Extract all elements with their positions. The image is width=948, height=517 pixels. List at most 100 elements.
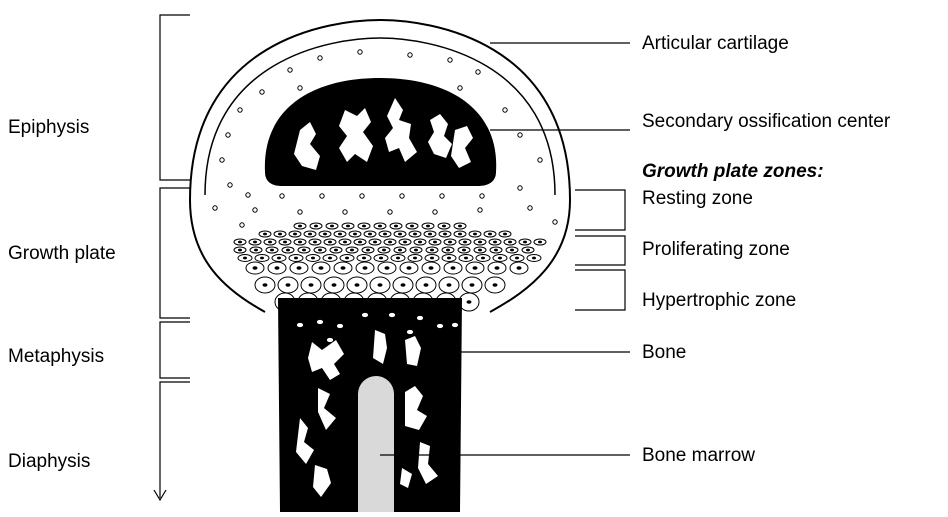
cell-nucleus: [495, 266, 500, 270]
metaphysis-cell: [417, 316, 424, 321]
cell-nucleus: [302, 249, 306, 252]
cell-nucleus: [341, 266, 346, 270]
cell-nucleus: [323, 233, 327, 236]
cell-nucleus: [418, 241, 422, 244]
cell-nucleus: [330, 225, 334, 228]
cell-nucleus: [294, 257, 298, 260]
cell-nucleus: [362, 225, 366, 228]
epiphysis-dot: [253, 208, 257, 212]
proliferating-zone-bracket: [575, 236, 625, 265]
cell-nucleus: [398, 233, 402, 236]
cell-nucleus: [428, 233, 432, 236]
resting-zone-label: Resting zone: [642, 189, 753, 208]
epiphysis-dot: [553, 220, 557, 224]
cell-nucleus: [401, 283, 406, 287]
cell-nucleus: [318, 249, 322, 252]
bone-marrow-label: Bone marrow: [642, 446, 755, 465]
cell-nucleus: [407, 266, 412, 270]
articular-cartilage-label: Articular cartilage: [642, 34, 789, 53]
cell-nucleus: [311, 257, 315, 260]
epiphysis-dot: [408, 53, 412, 57]
cell-nucleus: [385, 266, 390, 270]
cell-nucleus: [382, 249, 386, 252]
epiphysis-dot: [246, 193, 250, 197]
epiphysis-dot: [280, 194, 284, 198]
epiphysis-dot: [298, 210, 302, 214]
epiphysis-dot: [458, 86, 462, 90]
epiphysis-dot: [433, 210, 437, 214]
cell-nucleus: [268, 241, 272, 244]
cell-nucleus: [275, 266, 280, 270]
cell-nucleus: [332, 283, 337, 287]
epiphysis-dot: [440, 194, 444, 198]
cell-nucleus: [458, 233, 462, 236]
left-brackets: [154, 15, 190, 500]
cell-nucleus: [478, 241, 482, 244]
epiphysis-dot: [298, 86, 302, 90]
cell-nucleus: [398, 249, 402, 252]
cell-nucleus: [447, 283, 452, 287]
hypertrophic-zone-bracket: [575, 270, 625, 310]
cell-nucleus: [413, 257, 417, 260]
cell-nucleus: [373, 241, 377, 244]
cell-nucleus: [430, 249, 434, 252]
cell-nucleus: [464, 257, 468, 260]
cell-nucleus: [358, 241, 362, 244]
cell-nucleus: [478, 249, 482, 252]
cell-nucleus: [462, 249, 466, 252]
epiphysis-dot: [538, 158, 542, 162]
metaphysis-cell: [317, 320, 324, 325]
cell-nucleus: [343, 241, 347, 244]
cell-nucleus: [383, 233, 387, 236]
cell-nucleus: [334, 249, 338, 252]
cell-nucleus: [277, 257, 281, 260]
metaphysis-cell: [389, 313, 396, 318]
cell-nucleus: [396, 257, 400, 260]
cell-nucleus: [410, 225, 414, 228]
cell-nucleus: [286, 249, 290, 252]
cell-nucleus: [503, 233, 507, 236]
secondary-ossification-center-label: Secondary ossification center: [642, 112, 890, 131]
cell-nucleus: [433, 241, 437, 244]
metaphysis-cell: [297, 323, 304, 328]
cell-nucleus: [414, 249, 418, 252]
cell-nucleus: [263, 283, 268, 287]
metaphysis-cell: [362, 313, 369, 318]
epiphysis-dot: [288, 68, 292, 72]
cell-nucleus: [426, 225, 430, 228]
epiphysis-dot: [320, 194, 324, 198]
cell-nucleus: [297, 266, 302, 270]
cell-nucleus: [346, 225, 350, 228]
metaphysis-bracket: [160, 322, 190, 378]
metaphysis-cell: [407, 330, 414, 335]
cell-nucleus: [293, 233, 297, 236]
cell-nucleus: [498, 257, 502, 260]
diaphysis-label: Diaphysis: [8, 452, 90, 471]
cell-nucleus: [447, 257, 451, 260]
epiphysis-dot: [400, 194, 404, 198]
proliferating-zone-label: Proliferating zone: [642, 240, 790, 259]
epiphysis-dot: [343, 210, 347, 214]
cell-nucleus: [470, 283, 475, 287]
cell-nucleus: [328, 241, 332, 244]
bone-label: Bone: [642, 343, 686, 362]
cell-nucleus: [467, 300, 472, 304]
cell-nucleus: [254, 249, 258, 252]
cell-nucleus: [379, 257, 383, 260]
cell-nucleus: [366, 249, 370, 252]
cell-nucleus: [278, 233, 282, 236]
cell-nucleus: [238, 249, 242, 252]
cell-nucleus: [413, 233, 417, 236]
epiphysis-dot: [503, 108, 507, 112]
epiphysis-dot: [518, 133, 522, 137]
epiphysis-label: Epiphysis: [8, 118, 89, 137]
epiphysis-dot: [358, 50, 362, 54]
diaphysis-bracket: [160, 382, 190, 498]
metaphysis-cell: [437, 324, 444, 329]
cell-nucleus: [328, 257, 332, 260]
growth-plate-bracket: [160, 188, 190, 318]
cell-nucleus: [263, 233, 267, 236]
metaphysis-cell: [452, 323, 459, 328]
cell-nucleus: [463, 241, 467, 244]
epiphysis-dot: [360, 194, 364, 198]
